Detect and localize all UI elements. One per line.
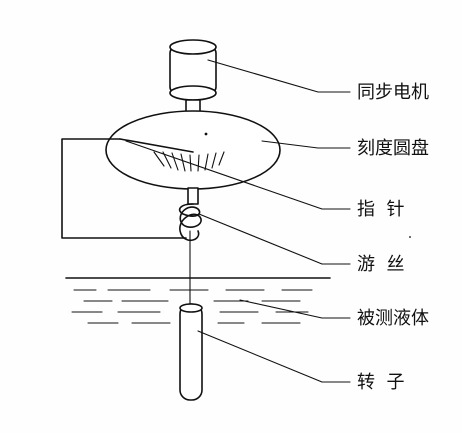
dial-tick bbox=[197, 154, 200, 172]
dial-ellipse bbox=[105, 110, 281, 190]
leader-lines bbox=[125, 59, 411, 383]
rotor-body bbox=[179, 303, 203, 401]
dial-tick bbox=[171, 152, 179, 171]
synchronous-motor bbox=[169, 39, 217, 101]
spring-coil bbox=[178, 203, 202, 242]
dial-dot bbox=[204, 132, 208, 136]
label-rotor: 转 子 bbox=[357, 372, 404, 393]
rotor-top bbox=[179, 303, 203, 313]
leader-pointer bbox=[125, 140, 351, 210]
leader-dial bbox=[261, 140, 351, 149]
motor-bottom bbox=[169, 85, 217, 101]
leader-rotor bbox=[197, 330, 351, 383]
label-pointer: 指 针 bbox=[357, 199, 404, 220]
speck bbox=[409, 236, 411, 238]
labels: 同步电机 刻度圆盘 指 针 游 丝 被测液体 转 子 bbox=[357, 82, 429, 393]
leader-spring bbox=[198, 213, 351, 265]
dial-plate bbox=[105, 110, 281, 190]
lower-shaft bbox=[187, 187, 199, 205]
motor-top bbox=[169, 39, 217, 55]
hairspring bbox=[178, 203, 202, 305]
dial-tick bbox=[204, 153, 209, 171]
label-dial: 刻度圆盘 bbox=[357, 138, 429, 159]
label-spring: 游 丝 bbox=[357, 254, 404, 275]
dial-tick bbox=[218, 151, 225, 166]
dial-tick bbox=[180, 153, 186, 172]
pointer-needle bbox=[119, 138, 194, 153]
pointer-link bbox=[61, 138, 187, 239]
dial-tick bbox=[153, 151, 165, 167]
label-motor: 同步电机 bbox=[357, 82, 429, 103]
rotor bbox=[179, 303, 203, 401]
leader-motor bbox=[207, 59, 351, 93]
pointer bbox=[61, 138, 194, 239]
dial-tick bbox=[211, 152, 217, 169]
leader-liquid bbox=[239, 299, 351, 319]
liquid-dashes bbox=[71, 289, 313, 324]
label-liquid: 被测液体 bbox=[357, 308, 429, 329]
